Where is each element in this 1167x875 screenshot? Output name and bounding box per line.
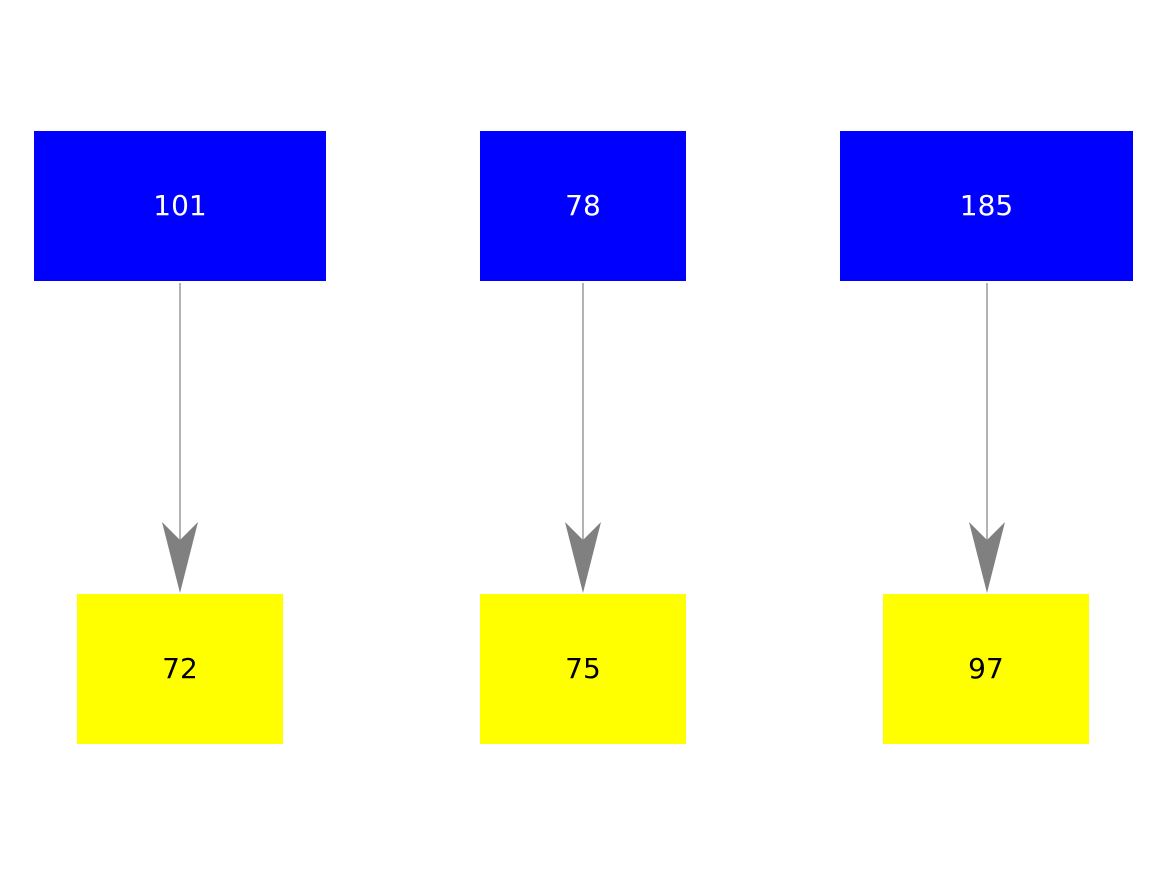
arrowhead-icon (565, 522, 601, 593)
node-label: 101 (153, 189, 207, 222)
edge-185-to-97 (969, 283, 1005, 593)
edge-78-to-75 (565, 283, 601, 593)
arrowhead-icon (969, 522, 1005, 593)
node-78[interactable]: 78 (480, 131, 686, 281)
node-label: 75 (565, 652, 601, 685)
arrowhead-icon (162, 522, 198, 593)
node-185[interactable]: 185 (840, 131, 1133, 281)
node-75[interactable]: 75 (480, 594, 686, 744)
node-label: 72 (162, 652, 198, 685)
node-101[interactable]: 101 (34, 131, 326, 281)
node-97[interactable]: 97 (883, 594, 1089, 744)
node-label: 78 (565, 189, 601, 222)
node-label: 185 (959, 189, 1014, 222)
edge-101-to-72 (162, 283, 198, 593)
node-label: 97 (968, 652, 1004, 685)
node-72[interactable]: 72 (77, 594, 283, 744)
